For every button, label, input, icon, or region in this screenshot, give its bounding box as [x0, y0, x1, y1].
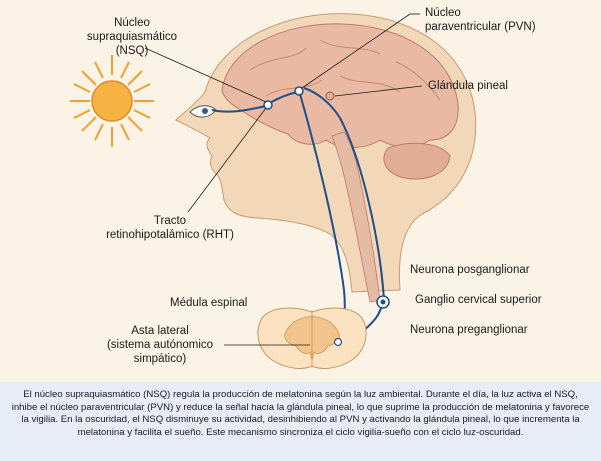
ganglion-label: Ganglio cervical superior: [415, 294, 542, 306]
eye-iris: [202, 108, 208, 114]
pineal-label: Glándula pineal: [428, 80, 508, 92]
preganglionic-label: Neurona preganglionar: [410, 324, 528, 336]
lateral-horn-node: [333, 337, 343, 347]
nsq-label: Núcleo supraquiasmático (NSQ): [86, 17, 178, 57]
brain-folds: [249, 39, 441, 101]
leader-lines: [144, 13, 423, 346]
spinal-cord-label: Médula espinal: [170, 297, 248, 309]
pvn-node: [294, 86, 304, 96]
rht-pathway: [211, 105, 267, 113]
pvn-label: Núcleo paraventricular (PVN): [425, 7, 536, 33]
rht-label: Tracto retinohipotalámico (RHT): [106, 215, 234, 241]
postganglionic-label: Neurona posganglionar: [410, 264, 530, 276]
brainstem: [331, 131, 381, 303]
caption-text: El núcleo supraquiasmático (NSQ) regula …: [11, 389, 590, 438]
sun-icon: [70, 55, 154, 147]
melatonin-pathway-diagram: [70, 13, 477, 369]
pineal-node: [325, 91, 335, 101]
nsq-node: [263, 100, 273, 110]
postganglionic-pathway: [303, 87, 385, 301]
cerebellum: [383, 142, 451, 180]
lateral-horn-label: Asta lateral (sistema autónomico simpáti…: [106, 325, 214, 365]
caption-box: El núcleo supraquiasmático (NSQ) regula …: [0, 382, 601, 461]
spinal-cord-section: [257, 307, 367, 369]
